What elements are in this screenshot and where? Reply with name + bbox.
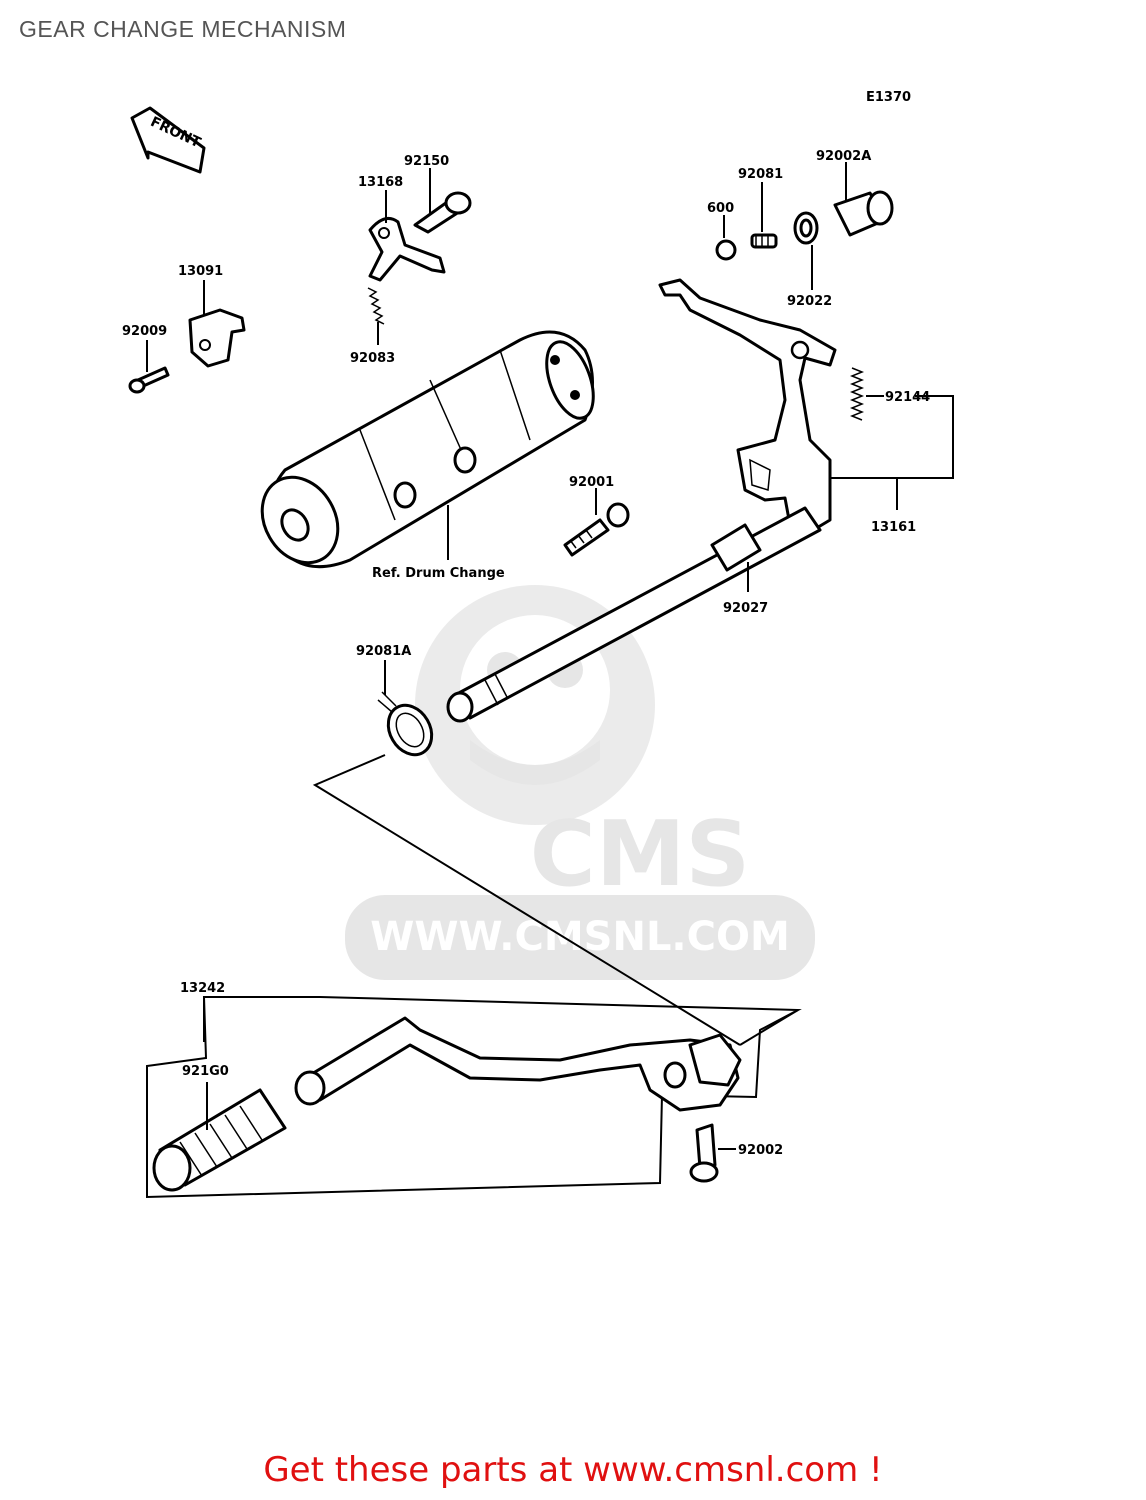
part-92081A-return-spring bbox=[377, 691, 434, 757]
label-92002: 92002 bbox=[738, 1143, 783, 1158]
pedal-assembly-outline bbox=[146, 996, 802, 1199]
part-92001-bolt bbox=[563, 502, 630, 557]
label-92081A: 92081A bbox=[356, 644, 411, 659]
label-92022: 92022 bbox=[787, 294, 832, 309]
label-13161: 13161 bbox=[871, 520, 916, 535]
watermark-logo-text: CMS bbox=[530, 802, 750, 907]
part-92022-washer bbox=[793, 211, 819, 245]
part-13161-shift-arm bbox=[658, 278, 837, 534]
label-600: 600 bbox=[707, 201, 734, 216]
label-92083: 92083 bbox=[350, 351, 395, 366]
label-13168: 13168 bbox=[358, 175, 403, 190]
part-92160-pedal-rubber bbox=[152, 1088, 287, 1192]
label-92009: 92009 bbox=[122, 324, 167, 339]
label-92001: 92001 bbox=[569, 475, 614, 490]
part-92081-spring bbox=[750, 233, 778, 249]
label-13091: 13091 bbox=[178, 264, 223, 279]
footer-cta-link[interactable]: Get these parts at www.cmsnl.com ! bbox=[263, 1450, 883, 1490]
label-92081: 92081 bbox=[738, 167, 783, 182]
label-13242: 13242 bbox=[180, 981, 225, 996]
label-92002A: 92002A bbox=[816, 149, 871, 164]
watermark-url: WWW.CMSNL.COM bbox=[370, 914, 790, 960]
part-600-ball bbox=[715, 239, 737, 261]
label-92150: 92150 bbox=[404, 154, 449, 169]
parts-diagram: WWW.CMSNL.COM CMS E1370 FRONT 92150 1316… bbox=[122, 90, 954, 1199]
diagram-code: E1370 bbox=[866, 90, 911, 105]
part-92083-spring bbox=[367, 287, 385, 325]
label-92144: 92144 bbox=[885, 390, 930, 405]
part-13242-shift-pedal bbox=[294, 1016, 742, 1112]
part-92027-shift-shaft bbox=[446, 506, 822, 723]
part-13168-arm bbox=[368, 216, 446, 282]
label-92160: 921G0 bbox=[182, 1064, 229, 1079]
connector-line bbox=[312, 754, 741, 1046]
front-arrow-icon: FRONT bbox=[130, 106, 206, 174]
page-title: GEAR CHANGE MECHANISM bbox=[19, 16, 347, 42]
part-92150-pin bbox=[413, 191, 472, 234]
ref-drum-label: Ref. Drum Change bbox=[372, 566, 505, 581]
part-92144-spring bbox=[849, 367, 865, 421]
part-92002-bolt bbox=[689, 1123, 719, 1183]
part-13091-bracket bbox=[188, 308, 246, 368]
part-92002A-plug bbox=[833, 190, 894, 237]
shift-drum bbox=[260, 330, 595, 569]
part-92009-screw bbox=[128, 366, 170, 394]
label-92027: 92027 bbox=[723, 601, 768, 616]
